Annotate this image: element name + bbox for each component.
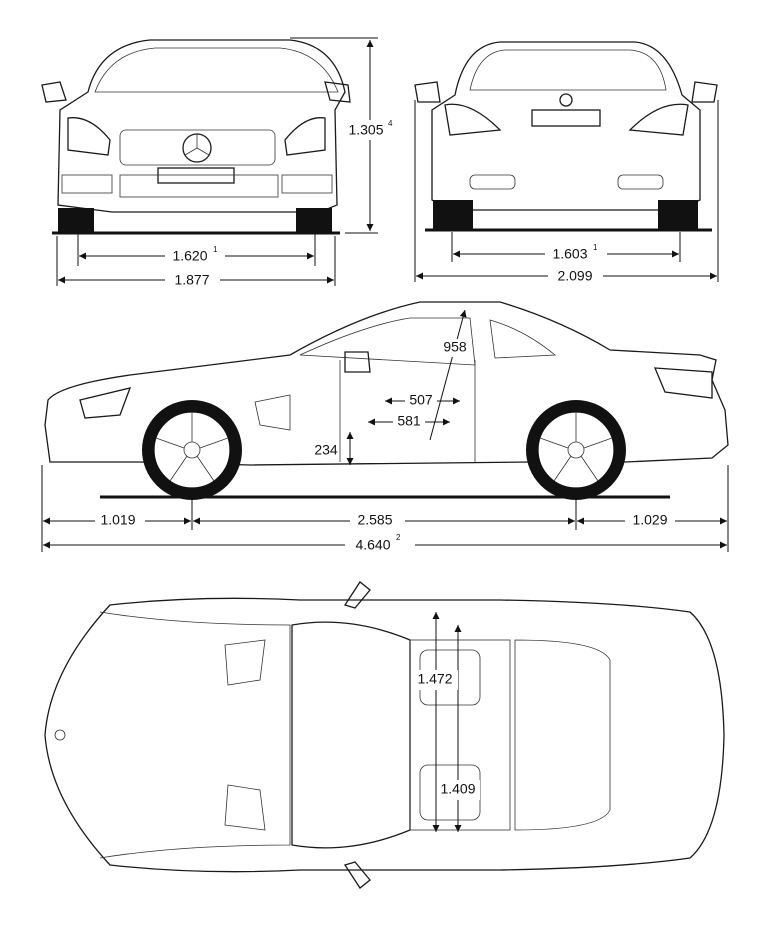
exhaust-left [469, 174, 516, 190]
windshield [291, 621, 411, 849]
hood-vent-left [224, 639, 266, 686]
seat-depth-label: 507 [409, 392, 433, 408]
right-headlight [284, 117, 326, 156]
left-headlight [67, 117, 111, 156]
mirror-left [343, 581, 371, 609]
rear-wheel [526, 400, 626, 500]
length-label: 4.640 [355, 537, 390, 553]
grille [119, 129, 276, 166]
seat-height-label: 234 [314, 442, 338, 458]
length-note: 2 [396, 533, 401, 542]
front-height-note: 4 [388, 119, 393, 128]
rear-view: 1.603 1 2.099 [414, 41, 719, 285]
hip-width-label: 1.409 [440, 781, 475, 797]
door [339, 360, 476, 462]
top-view: 1.472 1.409 [44, 581, 725, 889]
right-mirror [324, 81, 351, 103]
front-width-label: 1.877 [174, 272, 209, 288]
front-height-label: 1.305 [348, 122, 383, 138]
wheelbase-label: 2.585 [357, 512, 392, 528]
front-wheel [142, 400, 242, 500]
rear-plate [531, 109, 601, 127]
window [299, 317, 476, 366]
front-track-label: 1.620 [172, 248, 207, 264]
right-mirror [691, 81, 718, 103]
taillight [653, 367, 713, 399]
front-plate [157, 167, 235, 184]
headroom-label: 958 [443, 339, 467, 355]
hood-vent-right [224, 784, 266, 831]
front-view: 1.305 4 1.620 1 1.877 [41, 37, 400, 289]
side-view: 958 507 581 234 1.019 2.585 1.029 4.640 … [41, 301, 729, 554]
star-emblem [54, 729, 66, 741]
headlight [79, 387, 132, 419]
mirror [344, 351, 371, 373]
legroom-label: 581 [397, 413, 421, 429]
star-emblem [559, 93, 573, 107]
left-taillight [444, 103, 502, 136]
right-taillight [628, 103, 689, 136]
rear-track-label: 1.603 [552, 246, 587, 262]
front-track-note: 1 [213, 245, 218, 254]
cabin [409, 639, 511, 831]
left-mirror [41, 81, 67, 103]
shoulder-width-label: 1.472 [417, 671, 452, 687]
front-overhang-label: 1.019 [100, 512, 135, 528]
left-mirror [414, 81, 441, 103]
rear-width-label: 2.099 [557, 268, 592, 284]
exhaust-right [617, 174, 664, 190]
rear-track-note: 1 [593, 243, 598, 252]
side-vent [254, 394, 291, 431]
rear-overhang-label: 1.029 [632, 512, 667, 528]
trunk [514, 639, 611, 831]
mirror-right [343, 861, 371, 889]
